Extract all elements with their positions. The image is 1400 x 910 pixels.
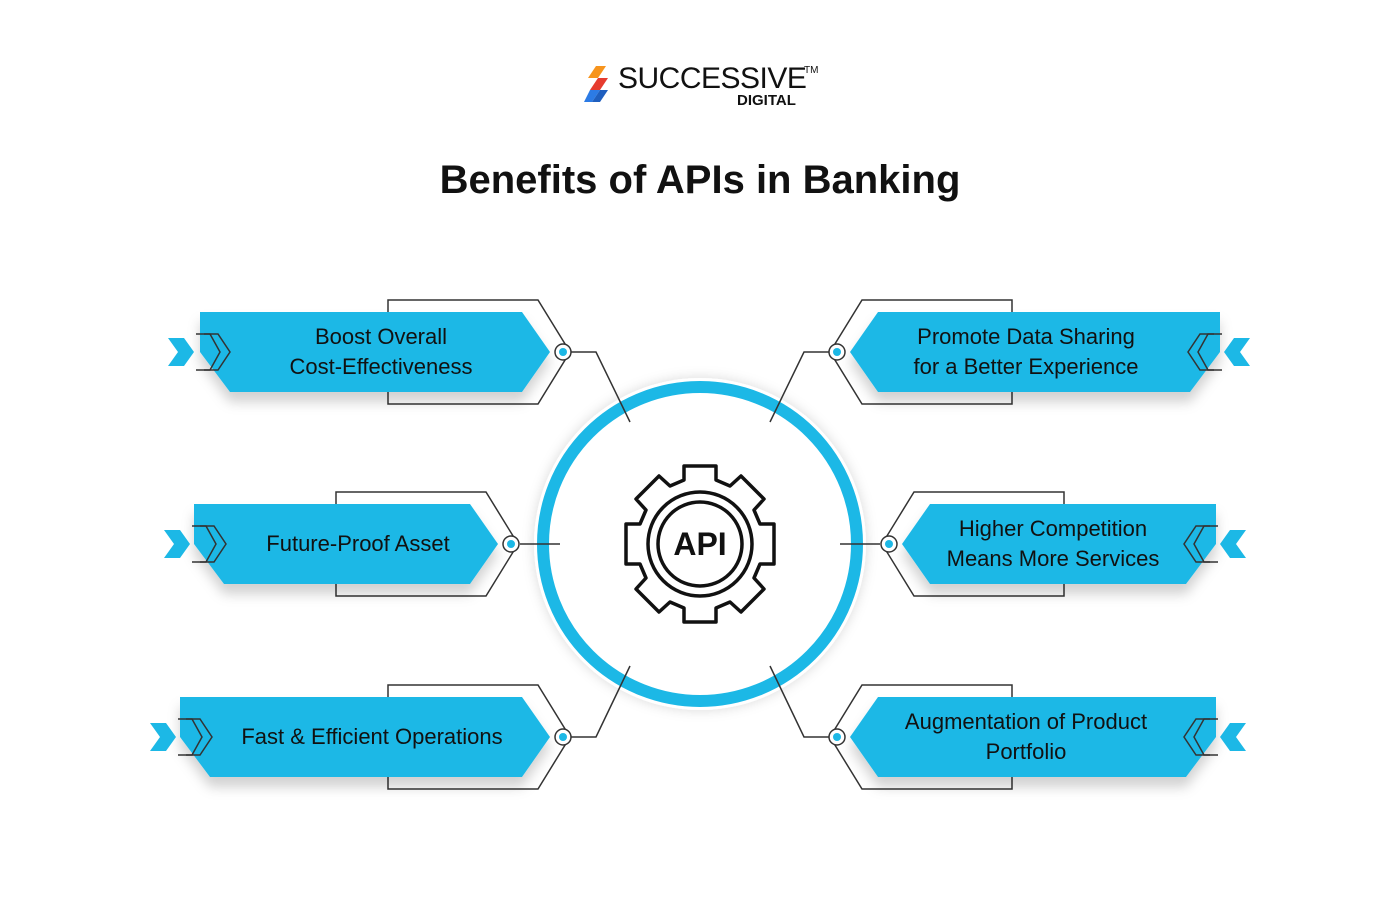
benefit-left-3 xyxy=(150,684,572,790)
benefit-left-1-line1: Boost Overall xyxy=(314,324,448,349)
benefit-right-3-line2: Portfolio xyxy=(985,739,1067,764)
brand-logo: SUCCESSIVE TM DIGITAL xyxy=(582,62,822,112)
benefit-left-3-line1: Fast & Efficient Operations xyxy=(241,724,503,749)
brand-trademark: TM xyxy=(804,65,819,76)
benefit-right-3 xyxy=(828,684,1246,790)
benefit-left-1 xyxy=(168,299,572,405)
benefit-right-1-line2: for a Better Experience xyxy=(913,354,1139,379)
brand-sub: DIGITAL xyxy=(737,92,796,109)
connectors xyxy=(520,351,880,738)
benefit-left-1-line2: Cost-Effectiveness xyxy=(289,354,473,379)
benefit-left-2-label: Future-Proof Asset xyxy=(230,510,486,578)
gear-icon xyxy=(624,464,776,624)
benefit-right-2-label: Higher Competition Means More Services xyxy=(918,510,1188,578)
brand-name: SUCCESSIVE xyxy=(618,62,807,95)
benefit-left-3-label: Fast & Efficient Operations xyxy=(214,703,530,771)
benefit-left-2 xyxy=(164,491,520,597)
benefit-right-3-line1: Augmentation of Product xyxy=(904,709,1148,734)
benefit-right-2-line1: Higher Competition xyxy=(958,516,1148,541)
benefit-right-3-label: Augmentation of Product Portfolio xyxy=(870,703,1182,771)
benefit-right-1 xyxy=(828,299,1250,405)
benefit-left-1-label: Boost Overall Cost-Effectiveness xyxy=(232,318,530,386)
benefit-right-2 xyxy=(880,491,1246,597)
benefit-right-1-label: Promote Data Sharing for a Better Experi… xyxy=(870,318,1182,386)
benefit-left-2-line1: Future-Proof Asset xyxy=(266,531,450,556)
benefit-right-2-line2: Means More Services xyxy=(946,546,1160,571)
logo-mark-icon xyxy=(584,66,608,102)
benefit-right-1-line1: Promote Data Sharing xyxy=(917,324,1135,349)
page-title: Benefits of APIs in Banking xyxy=(439,158,961,202)
hub-label: API xyxy=(673,526,727,562)
